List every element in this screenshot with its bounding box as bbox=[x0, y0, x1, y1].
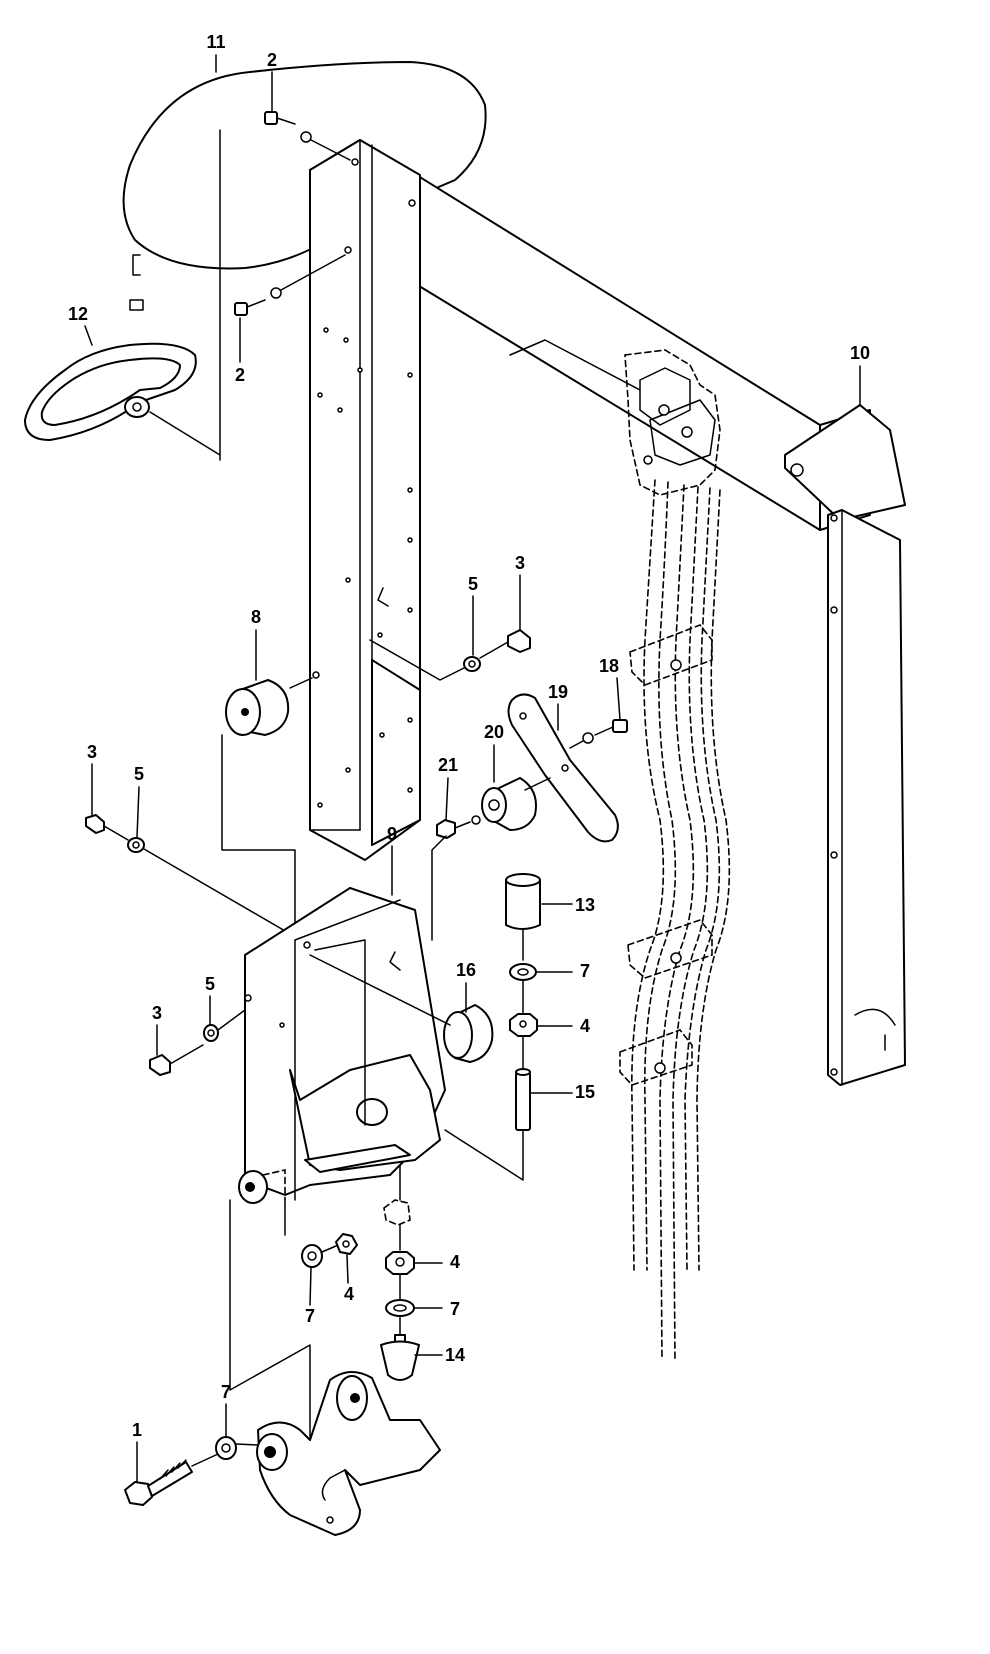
hydraulic-hoses bbox=[631, 479, 731, 1361]
screw-3-lower bbox=[149, 1009, 246, 1076]
bolt-1 bbox=[124, 1453, 219, 1506]
callout-7-a: 7 bbox=[580, 961, 590, 981]
callout-2-top: 2 bbox=[267, 50, 277, 70]
washer-7d bbox=[215, 1436, 259, 1460]
base-bracket bbox=[256, 1371, 441, 1536]
callout-10: 10 bbox=[850, 343, 870, 363]
washer-7b bbox=[385, 1299, 415, 1336]
screw-2-mid bbox=[234, 254, 346, 316]
hose-clamps bbox=[619, 624, 713, 1086]
stop-14 bbox=[380, 1334, 420, 1381]
callout-8: 8 bbox=[251, 607, 261, 627]
callout-5-upper: 5 bbox=[468, 574, 478, 594]
callout-19: 19 bbox=[548, 682, 568, 702]
callout-18: 18 bbox=[599, 656, 619, 676]
screw-3-left bbox=[85, 814, 293, 936]
screw-2-top bbox=[264, 111, 351, 161]
leader-12 bbox=[149, 411, 221, 456]
stop-13 bbox=[505, 873, 541, 961]
callout-5-lower: 5 bbox=[205, 974, 215, 994]
nut-21 bbox=[436, 815, 481, 839]
hydraulic-valve bbox=[624, 349, 721, 496]
side-handle-12 bbox=[24, 254, 197, 441]
callout-12: 12 bbox=[68, 304, 88, 324]
callout-3-lower: 3 bbox=[152, 1003, 162, 1023]
callout-20: 20 bbox=[484, 722, 504, 742]
arm-break-line-2 bbox=[509, 339, 641, 391]
spacer-15 bbox=[444, 1068, 531, 1181]
bumper-16 bbox=[309, 954, 494, 1063]
washer-nut-pair bbox=[262, 1168, 358, 1268]
callout-7-b: 7 bbox=[450, 1299, 460, 1319]
callout-9: 9 bbox=[387, 824, 397, 844]
mast-column bbox=[309, 139, 421, 861]
callout-4-a: 4 bbox=[580, 1016, 590, 1036]
callout-21: 21 bbox=[438, 755, 458, 775]
right-leg-10 bbox=[784, 404, 906, 1086]
callout-7-d: 7 bbox=[221, 1382, 231, 1402]
callout-11: 11 bbox=[206, 32, 225, 52]
screw-3-upper bbox=[369, 629, 531, 681]
rubber-bumper-8 bbox=[225, 671, 320, 736]
callout-15: 15 bbox=[575, 1082, 595, 1102]
callout-13: 13 bbox=[575, 895, 595, 915]
nut-4a bbox=[509, 1013, 538, 1069]
callout-labels: 11 2 12 2 10 3 5 8 18 19 20 21 3 5 9 13 … bbox=[68, 32, 870, 1483]
callout-7-c: 7 bbox=[305, 1306, 315, 1326]
callout-4-b: 4 bbox=[450, 1252, 460, 1272]
callout-1: 1 bbox=[132, 1420, 142, 1440]
lever-plate-19 bbox=[507, 693, 619, 843]
callout-4-c: 4 bbox=[344, 1284, 354, 1304]
callout-3-upper: 3 bbox=[515, 553, 525, 573]
callout-14: 14 bbox=[445, 1345, 465, 1365]
bumper-20 bbox=[481, 777, 551, 831]
stack-lower bbox=[383, 1164, 411, 1251]
callout-5-left: 5 bbox=[134, 764, 144, 784]
leader-9-lower bbox=[229, 1199, 311, 1441]
callout-2-mid: 2 bbox=[235, 365, 245, 385]
callout-3-left: 3 bbox=[87, 742, 97, 762]
screw-18 bbox=[569, 719, 628, 749]
bracket-9 bbox=[238, 835, 447, 1204]
washer-7a bbox=[509, 963, 537, 1016]
nut-4b bbox=[385, 1251, 415, 1301]
callout-16: 16 bbox=[456, 960, 476, 980]
